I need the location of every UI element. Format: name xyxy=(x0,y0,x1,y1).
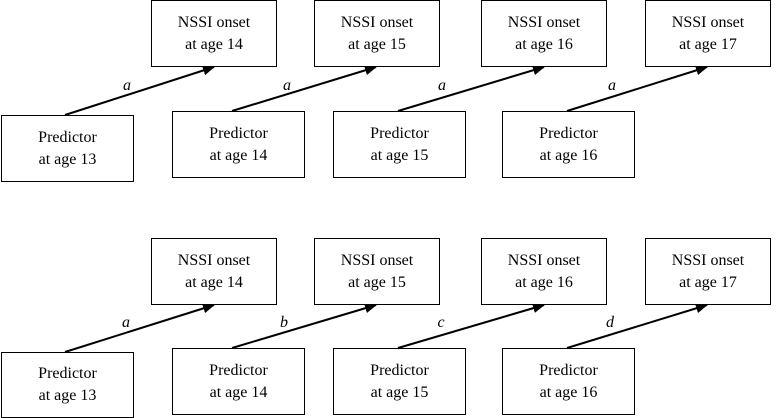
panel2-path-label-3: c xyxy=(437,314,445,331)
predictor-label: Predictor xyxy=(370,124,429,142)
predictor-label: Predictor xyxy=(38,365,97,382)
outcome-age: at age 14 xyxy=(185,35,243,53)
path-arrow-panel1-2 xyxy=(231,65,377,112)
outcome-label: NSSI onset xyxy=(177,13,251,31)
predictor-label: Predictor xyxy=(370,361,429,379)
panel2-outcome-4: NSSI onset at age 17 xyxy=(645,238,771,305)
outcome-label: NSSI onset xyxy=(177,251,251,269)
predictor-age: at age 16 xyxy=(539,146,598,164)
outcome-label: NSSI onset xyxy=(507,251,581,269)
panel2-outcome-2: NSSI onset at age 15 xyxy=(314,238,440,305)
predictor-age: at age 15 xyxy=(370,146,429,164)
predictor-age: at age 16 xyxy=(539,383,598,401)
predictor-age: at age 13 xyxy=(38,150,97,168)
panel2-outcome-3: NSSI onset at age 16 xyxy=(481,238,607,305)
outcome-label: NSSI onset xyxy=(671,251,745,269)
path-arrow-panel1-4 xyxy=(566,65,708,112)
panel1-path-label-2: a xyxy=(283,77,291,94)
panel2-predictor-2: Predictor at age 14 xyxy=(172,348,305,415)
predictor-label: Predictor xyxy=(209,124,268,142)
predictor-age: at age 14 xyxy=(209,146,268,164)
path-arrow-panel2-2 xyxy=(231,303,377,349)
panel1-path-label-4: a xyxy=(608,77,616,94)
panel1-predictor-3: Predictor at age 15 xyxy=(333,111,466,178)
predictor-age: at age 15 xyxy=(370,383,429,401)
panel1-path-label-1: a xyxy=(123,77,131,94)
outcome-label: NSSI onset xyxy=(671,13,745,31)
outcome-label: NSSI onset xyxy=(340,251,414,269)
outcome-age: at age 16 xyxy=(515,35,573,53)
panel1-outcome-2: NSSI onset at age 15 xyxy=(314,0,440,67)
panel1-outcome-4: NSSI onset at age 17 xyxy=(645,0,771,67)
panel2-predictor-3: Predictor at age 15 xyxy=(333,348,466,415)
predictor-age: at age 14 xyxy=(209,383,268,401)
outcome-label: NSSI onset xyxy=(507,13,581,31)
panel1-predictor-2: Predictor at age 14 xyxy=(172,111,305,178)
panel2-path-label-4: d xyxy=(606,314,614,331)
panel2-predictor-4: Predictor at age 16 xyxy=(502,348,635,415)
panel2-path-label-2: b xyxy=(280,314,288,331)
predictor-label: Predictor xyxy=(209,361,268,379)
path-arrow-panel2-3 xyxy=(397,303,545,349)
panel1-predictor-1: Predictor at age 13 xyxy=(1,115,134,182)
predictor-label: Predictor xyxy=(539,361,598,379)
path-arrow-panel1-3 xyxy=(397,65,545,112)
outcome-age: at age 15 xyxy=(348,273,406,291)
outcome-age: at age 17 xyxy=(679,35,737,53)
outcome-age: at age 15 xyxy=(348,35,406,53)
panel2-path-label-1: a xyxy=(122,314,130,331)
panel1-path-label-3: a xyxy=(438,77,446,94)
path-arrow-panel2-1 xyxy=(64,303,215,353)
panel1-predictor-4: Predictor at age 16 xyxy=(502,111,635,178)
outcome-age: at age 16 xyxy=(515,273,573,291)
predictor-label: Predictor xyxy=(539,124,598,142)
panel2-predictor-1: Predictor at age 13 xyxy=(1,352,134,418)
outcome-label: NSSI onset xyxy=(340,13,414,31)
predictor-label: Predictor xyxy=(38,128,97,146)
panel2-outcome-1: NSSI onset at age 14 xyxy=(151,238,277,305)
panel1-outcome-1: NSSI onset at age 14 xyxy=(151,0,277,67)
predictor-age: at age 13 xyxy=(38,387,97,404)
panel1-outcome-3: NSSI onset at age 16 xyxy=(481,0,607,67)
path-arrow-panel2-4 xyxy=(566,303,708,349)
path-arrow-panel1-1 xyxy=(64,65,215,116)
outcome-age: at age 14 xyxy=(185,273,243,291)
outcome-age: at age 17 xyxy=(679,273,737,291)
